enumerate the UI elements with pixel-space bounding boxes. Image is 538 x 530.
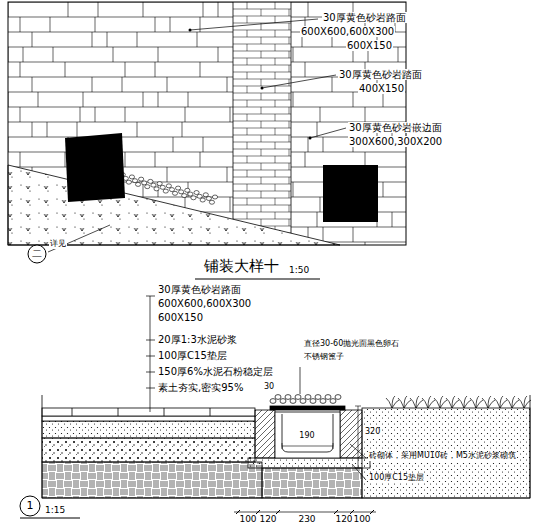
leader-line xyxy=(190,19,318,30)
leader-tick xyxy=(146,340,155,341)
leader-line xyxy=(352,464,366,480)
detail-number: 1 xyxy=(26,500,35,512)
size-note: 600X150 xyxy=(157,312,204,323)
dimension-tick xyxy=(334,510,338,514)
brick-wall xyxy=(255,410,275,458)
dimension: 120 xyxy=(334,515,353,525)
leader-dot xyxy=(261,87,264,90)
title-underline xyxy=(195,278,320,279)
size-note: 600X150 xyxy=(346,40,393,51)
dimension: 230 xyxy=(297,515,316,525)
dimension: 30 xyxy=(263,383,275,392)
dimension: 320 xyxy=(364,428,381,437)
concrete-base xyxy=(42,421,255,438)
size-note: 600X600,600X300 xyxy=(300,26,395,37)
leader-line xyxy=(300,367,301,394)
dimension: 100 xyxy=(238,515,257,525)
stone-paving xyxy=(8,2,406,257)
planting-area xyxy=(8,165,340,245)
concrete-base xyxy=(248,458,370,468)
paving-joint xyxy=(210,408,211,416)
drain-channel xyxy=(275,412,340,458)
dimension: 190 xyxy=(298,432,315,441)
leader-line xyxy=(310,128,346,138)
title-underline xyxy=(20,518,80,519)
layer-note: 20厚1:3水泥砂浆 xyxy=(157,334,238,345)
compacted-soil xyxy=(262,468,362,498)
material-note: 30厚黄色砂岩踏面 xyxy=(338,69,423,80)
layer-note: 素土夯实,密实95% xyxy=(157,382,244,393)
tree-pit xyxy=(323,165,378,222)
layer-note: 100厚C15垫层 xyxy=(157,350,228,361)
scale-note: 1:50 xyxy=(288,266,310,276)
black-pebbles xyxy=(270,395,341,404)
leader-line xyxy=(262,75,336,88)
tree-pit xyxy=(65,133,125,202)
dimension-tick xyxy=(350,510,354,514)
leader-tick xyxy=(146,388,155,389)
scale-note: 1:15 xyxy=(44,506,66,516)
dimension: 100 xyxy=(352,515,371,525)
sandstone-paving xyxy=(42,408,255,416)
layer-note: 30厚黄色砂岩路面 xyxy=(157,284,242,295)
stabilized-layer xyxy=(42,438,255,462)
dimension-tick xyxy=(256,510,260,514)
dimension: 120 xyxy=(258,515,277,525)
plan-frame xyxy=(8,2,406,245)
steel-grating xyxy=(270,406,345,410)
channel-liner xyxy=(282,414,333,452)
layer-note: 100厚C15垫层 xyxy=(368,474,425,483)
size-note: 300X600,300X200 xyxy=(348,136,443,147)
leader-dot xyxy=(309,137,312,140)
dimension-line xyxy=(355,406,361,468)
size-note: 600X600,600X300 xyxy=(157,298,252,309)
material-note: 30厚黄色砂岩路面 xyxy=(322,12,407,23)
dimension-tick xyxy=(276,510,280,514)
material-note: 不锈钢篦子 xyxy=(303,353,345,362)
drawing-title: 铺装大样十 xyxy=(204,258,279,275)
leader-line xyxy=(150,296,151,412)
detail-marker xyxy=(20,496,40,516)
layer-note: 150厚6%水泥石粉稳定层 xyxy=(157,366,274,377)
material-note: 30厚黄色砂岩嵌边面 xyxy=(348,122,443,133)
shrubs xyxy=(386,396,531,408)
paving-joint xyxy=(164,408,165,416)
mortar-bed xyxy=(42,416,255,421)
dimension-line xyxy=(234,512,376,513)
detail-marker xyxy=(28,245,46,263)
planting-soil xyxy=(362,408,530,498)
detail-number: 二 xyxy=(31,248,43,259)
paving-joint xyxy=(72,408,73,416)
reference-note: 详见 xyxy=(49,240,67,249)
dimension-tick xyxy=(236,510,240,514)
dimension-tick xyxy=(370,510,374,514)
paving-joint xyxy=(118,408,119,416)
compacted-soil xyxy=(42,462,262,498)
section-frame xyxy=(42,395,530,498)
material-note: 直径30-60抛光面黑色卵石 xyxy=(303,340,400,349)
brick-wall xyxy=(340,410,362,458)
material-note: 砖砌体，采用MU10砖，M5水泥砂浆砌筑 xyxy=(368,452,517,461)
leader-tick xyxy=(146,296,155,297)
leader-tick xyxy=(146,356,155,357)
leader-dot xyxy=(189,29,192,32)
size-note: 400X150 xyxy=(358,83,405,94)
leader-line xyxy=(48,225,110,252)
dimension-line xyxy=(282,443,333,449)
leader-tick xyxy=(146,372,155,373)
